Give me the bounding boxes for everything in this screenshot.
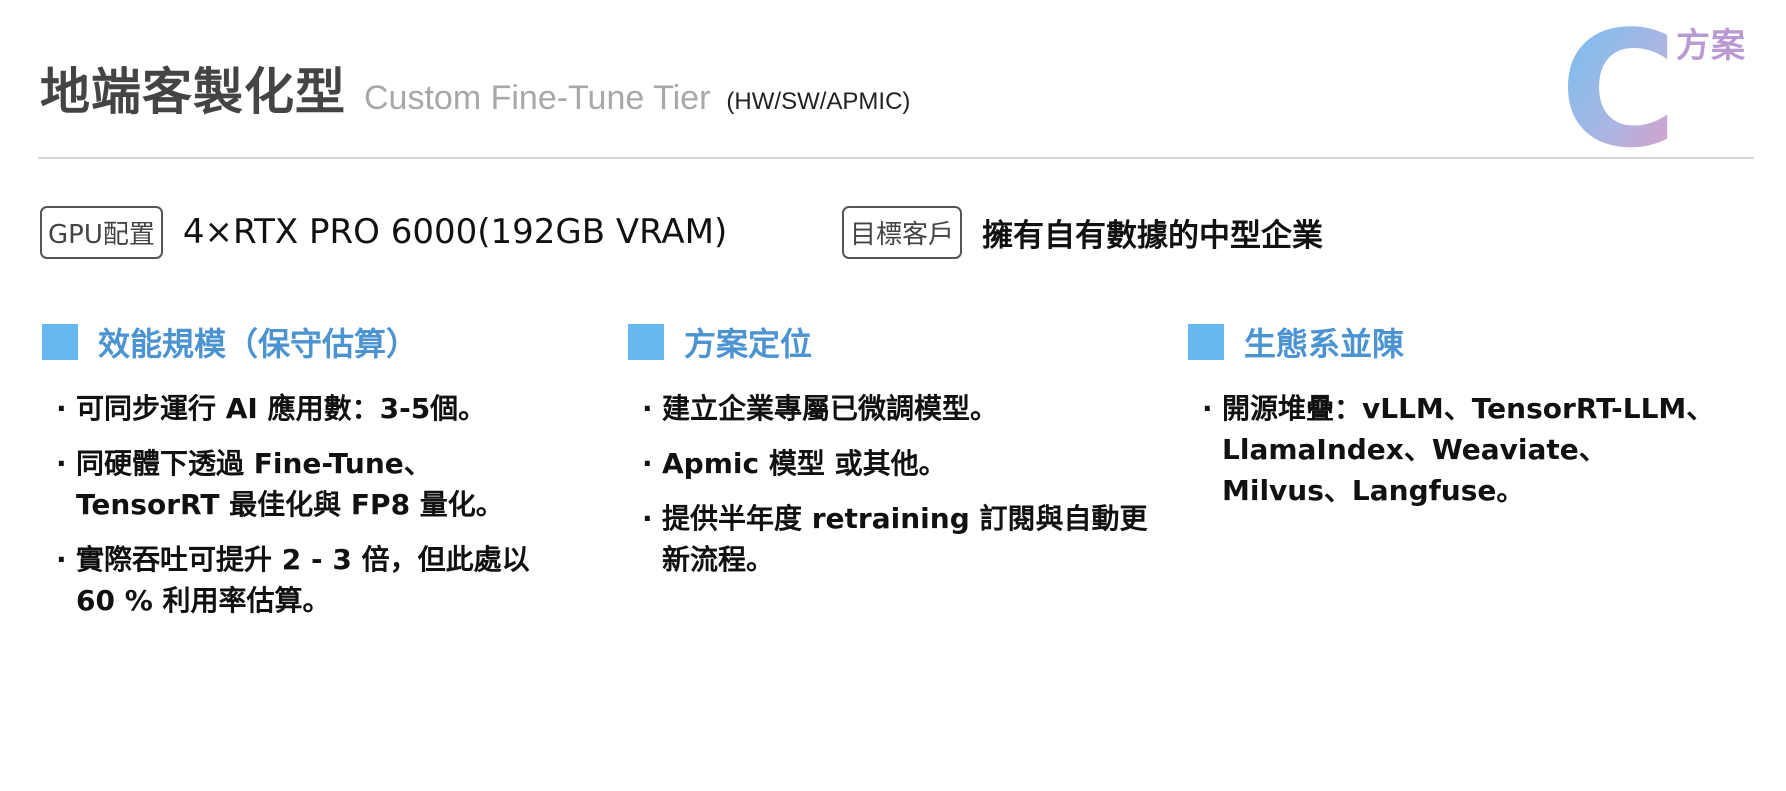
target-customer-badge: 目標客戶 <box>842 205 963 259</box>
list-item: ·提供半年度 retraining 訂閱與自動更新流程。 <box>642 502 1148 576</box>
gpu-config-value: 4×RTX PRO 6000(192GB VRAM) <box>182 212 728 252</box>
column-performance: 效能規模（保守估算） ·可同步運行 AI 應用數：3-5個。 ·同硬體下透過 F… <box>42 322 562 635</box>
target-customer-value: 擁有自有數據的中型企業 <box>982 217 1324 254</box>
column-title: 生態系並陳 <box>1244 325 1405 363</box>
header-divider <box>38 157 1754 159</box>
plan-c-logo-icon: C <box>1560 20 1677 150</box>
column-title: 效能規模（保守估算） <box>98 325 419 363</box>
slide-header: 地端客製化型 Custom Fine-Tune Tier (HW/SW/APMI… <box>40 52 910 122</box>
page-title: 地端客製化型 <box>40 63 346 121</box>
logo-letter: C <box>1560 20 1677 150</box>
page-subtitle: Custom Fine-Tune Tier <box>364 79 711 117</box>
list-item: ·Apmic 模型 或其他。 <box>642 447 947 480</box>
list-item: ·同硬體下透過 Fine-Tune、TensorRT 最佳化與 FP8 量化。 <box>56 447 504 521</box>
logo-word: 方案 <box>1676 26 1746 66</box>
section-marker-icon <box>42 324 78 360</box>
column-positioning: 方案定位 ·建立企業專屬已微調模型。 ·Apmic 模型 或其他。 ·提供半年度… <box>628 322 1168 594</box>
list-item: ·可同步運行 AI 應用數：3-5個。 <box>56 392 487 425</box>
target-customer-row: 目標客戶 擁有自有數據的中型企業 <box>842 204 1323 260</box>
gpu-config-badge: GPU配置 <box>40 205 163 259</box>
gpu-config-row: GPU配置 4×RTX PRO 6000(192GB VRAM) <box>40 204 727 260</box>
list-item: ·實際吞吐可提升 2 - 3 倍，但此處以 60 % 利用率估算。 <box>56 543 530 617</box>
list-item: ·建立企業專屬已微調模型。 <box>642 392 999 425</box>
column-ecosystem: 生態系並陳 ·開源堆疊：vLLM、TensorRT-LLM、LlamaIndex… <box>1188 322 1718 525</box>
page-tag: (HW/SW/APMIC) <box>726 88 911 115</box>
list-item: ·開源堆疊：vLLM、TensorRT-LLM、LlamaIndex、Weavi… <box>1202 392 1715 507</box>
section-marker-icon <box>1188 324 1224 360</box>
column-title: 方案定位 <box>684 325 813 363</box>
section-marker-icon <box>628 324 664 360</box>
